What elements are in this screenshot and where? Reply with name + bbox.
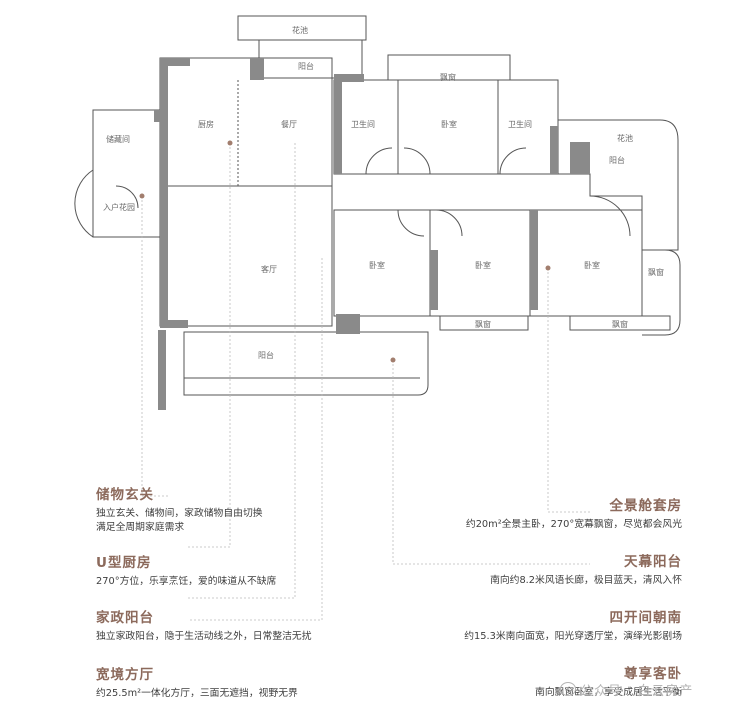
- label-huachi-top: 花池: [292, 25, 308, 35]
- label-canting: 餐厅: [281, 120, 297, 129]
- feature-wide-hall: 宽境方厅 约25.5m²一体化方厅，三面无遮挡，视野无界: [96, 666, 416, 701]
- label-chufang: 厨房: [198, 119, 214, 129]
- wechat-icon: [560, 682, 576, 696]
- label-woshi-1: 卧室: [369, 260, 385, 270]
- feature-guest-bedroom: 尊享客卧 南向飘窗卧室，享受成居生活平衡: [362, 665, 682, 700]
- label-woshi-3: 卧室: [584, 260, 600, 270]
- watermark: 公众号 · 白云房产: [560, 680, 693, 699]
- label-piaochuang-top: 飘窗: [440, 72, 456, 82]
- label-ruhu-huayuan: 入户花园: [103, 202, 135, 212]
- feature-storage-entry: 储物玄关 独立玄关、储物间，家政储物自由切换 满足全周期家庭需求: [96, 486, 416, 535]
- label-piaochuang-b1: 飘窗: [475, 319, 491, 329]
- feature-title: 全景舱套房: [609, 498, 682, 514]
- label-yangtai-top: 阳台: [298, 61, 314, 71]
- feature-desc: 270°方位，乐享烹饪，爱的味道从不缺席: [96, 576, 277, 587]
- feature-title: 天幕阳台: [624, 554, 682, 570]
- feature-sky-balcony: 天幕阳台 南向约8.2米风语长廊，极目蓝天，清风入怀: [362, 553, 682, 588]
- feature-title: 家政阳台: [96, 610, 154, 626]
- label-yangtai-right: 阳台: [609, 155, 625, 165]
- watermark-text: 公众号 · 白云房产: [580, 684, 694, 699]
- feature-desc: 独立玄关、储物间，家政储物自由切换 满足全周期家庭需求: [96, 508, 263, 533]
- feature-panorama-suite: 全景舱套房 约20m²全景主卧，270°宽幕飘窗，尽览都会风光: [362, 497, 682, 532]
- feature-title: 储物玄关: [96, 487, 154, 503]
- feature-title: U型厨房: [96, 555, 152, 571]
- label-woshi-2: 卧室: [475, 260, 491, 270]
- feature-desc: 独立家政阳台，隐于生活动线之外，日常整洁无扰: [96, 631, 312, 642]
- feature-four-bay-south: 四开间朝南 约15.3米南向面宽，阳光穿透厅堂，演绎光影剧场: [362, 609, 682, 644]
- feature-title: 宽境方厅: [96, 667, 154, 683]
- feature-desc: 约20m²全景主卧，270°宽幕飘窗，尽览都会风光: [465, 519, 682, 530]
- label-yangtai-bottom: 阳台: [258, 350, 274, 360]
- label-chucangjian: 储藏间: [106, 134, 130, 144]
- label-woshi-top: 卧室: [441, 119, 457, 129]
- feature-u-kitchen: U型厨房 270°方位，乐享烹饪，爱的味道从不缺席: [96, 554, 416, 589]
- label-weishengjian-1: 卫生间: [351, 119, 375, 129]
- feature-desc: 约15.3米南向面宽，阳光穿透厅堂，演绎光影剧场: [464, 631, 682, 642]
- plan-leader-lines: [141, 143, 590, 621]
- feature-title: 四开间朝南: [609, 610, 682, 626]
- feature-title: 尊享客卧: [624, 666, 682, 682]
- feature-service-balcony: 家政阳台 独立家政阳台，隐于生活动线之外，日常整洁无扰: [96, 609, 416, 644]
- label-piaochuang-b2: 飘窗: [612, 319, 628, 329]
- feature-desc: 约25.5m²一体化方厅，三面无遮挡，视野无界: [96, 688, 298, 699]
- feature-desc: 南向约8.2米风语长廊，极目蓝天，清风入怀: [490, 575, 682, 586]
- plan-dots: [139, 140, 551, 363]
- label-piaochuang-right: 飘窗: [648, 267, 664, 277]
- label-huachi-right: 花池: [617, 133, 633, 143]
- plan-wall-fills: [154, 58, 590, 410]
- label-keting: 客厅: [261, 264, 277, 274]
- label-weishengjian-2: 卫生间: [508, 119, 532, 129]
- feature-desc: 南向飘窗卧室，享受成居生活平衡: [535, 687, 682, 698]
- plan-walls: [74, 15, 681, 396]
